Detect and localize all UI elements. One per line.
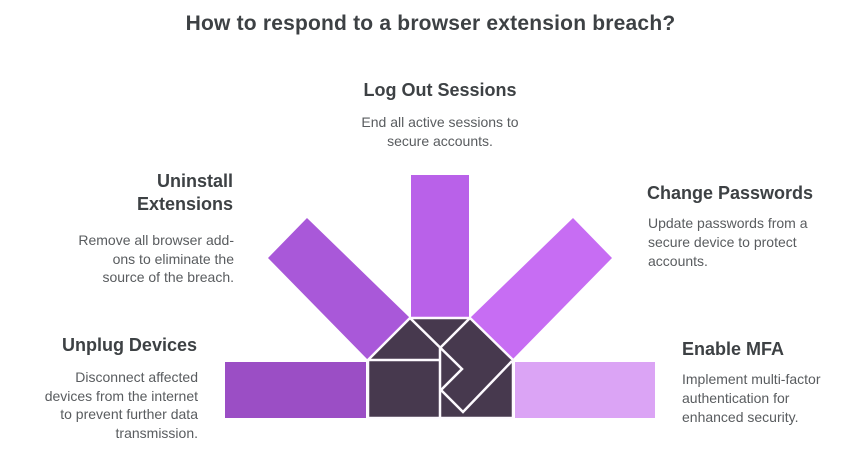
- enable-mfa-arm: [515, 362, 655, 418]
- log-out-sessions-arm: [411, 175, 469, 320]
- step-body-uninstall-extensions: Remove all browser add- ons to eliminate…: [78, 232, 234, 285]
- step-body-change-passwords: Update passwords from a secure device to…: [648, 215, 808, 269]
- step-body-unplug-devices: Disconnect affected devices from the int…: [44, 369, 198, 441]
- center-pinwheel-folds: [368, 317, 513, 418]
- step-body-log-out-sessions: End all active sessions to secure accoun…: [361, 114, 519, 149]
- step-heading-enable-mfa: Enable MFA: [682, 339, 785, 359]
- step-heading-change-passwords: Change Passwords: [647, 183, 814, 203]
- change-passwords-arm: [470, 218, 612, 360]
- uninstall-extensions-arm: [268, 218, 410, 360]
- step-heading-unplug-devices: Unplug Devices: [61, 335, 197, 355]
- step-body-enable-mfa: Implement multi-factor authentication fo…: [682, 371, 821, 425]
- step-heading-log-out-sessions: Log Out Sessions: [363, 80, 517, 100]
- unplug-devices-arm: [225, 362, 366, 418]
- step-heading-uninstall-extensions: Uninstall Extensions: [136, 171, 233, 214]
- page-title: How to respond to a browser extension br…: [185, 12, 676, 35]
